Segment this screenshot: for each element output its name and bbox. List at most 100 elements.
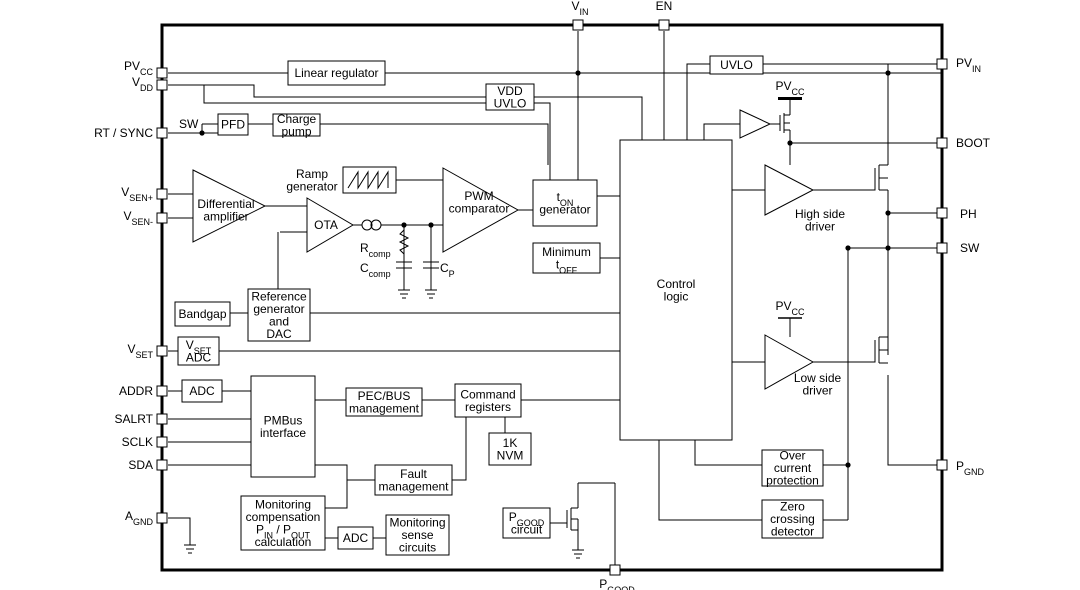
ota-block: OTA bbox=[314, 218, 338, 232]
cp-capacitor-icon bbox=[423, 261, 439, 299]
pgood-circuit-label: PGOOD bbox=[509, 510, 545, 528]
vset-adc-label: ADC bbox=[186, 350, 212, 364]
pwm-comparator-label: comparator bbox=[449, 201, 510, 215]
pin-rt-sync: RT / SYNC bbox=[94, 126, 168, 140]
pin-sda-label: SDA bbox=[128, 458, 153, 472]
high-side-driver-triangle bbox=[764, 164, 815, 216]
pin-sclk: SCLK bbox=[122, 435, 168, 449]
pmbus-label: PMBus bbox=[264, 413, 303, 427]
monitoring-comp-label: PIN / POUT bbox=[256, 522, 311, 540]
fault-management-label: management bbox=[378, 479, 449, 493]
pin-salrt: SALRT bbox=[115, 412, 168, 426]
sw-internal-label: SW bbox=[179, 117, 199, 131]
ota-output-current-source-icon bbox=[361, 219, 382, 231]
pin-pvin: PVIN bbox=[936, 56, 981, 74]
low-side-driver-label: Low side bbox=[794, 371, 842, 385]
charge-pump-label: Charge bbox=[277, 112, 317, 126]
zero-crossing-label: crossing bbox=[770, 512, 815, 526]
pin-pgood-label: PGOOD bbox=[599, 577, 635, 590]
adc-monitor-block: ADC bbox=[337, 526, 374, 550]
bandgap-block: Bandgap bbox=[174, 301, 231, 327]
agnd-ground-icon bbox=[184, 544, 196, 554]
pin-pvin-label: PVIN bbox=[956, 56, 981, 74]
pvcc-top-label: PVCC bbox=[775, 79, 805, 97]
pin-pvcc: PVCC bbox=[124, 59, 168, 79]
low-side-driver-label: driver bbox=[802, 383, 832, 397]
minimum-toff-label: Minimum bbox=[542, 245, 591, 259]
pin-boot-label: BOOT bbox=[956, 136, 991, 150]
boot-buffer-triangle bbox=[739, 109, 772, 139]
reference-dac-label: Reference bbox=[251, 289, 307, 303]
pec-bus-label: management bbox=[349, 401, 420, 415]
adc-monitor-label: ADC bbox=[343, 531, 369, 545]
over-current-label: current bbox=[774, 461, 812, 475]
pin-addr: ADDR bbox=[119, 384, 168, 398]
ramp-generator-label: generator bbox=[286, 179, 337, 193]
pin-sda: SDA bbox=[128, 458, 168, 472]
ccomp-label: Ccomp bbox=[360, 261, 391, 279]
over-current-label: protection bbox=[766, 474, 819, 488]
ota-triangle bbox=[306, 197, 354, 253]
chip-outline bbox=[160, 23, 944, 572]
pin-pgood: PGOOD bbox=[599, 564, 635, 590]
pin-pgnd: PGND bbox=[936, 459, 985, 477]
ton-generator-label: tON bbox=[557, 190, 574, 208]
uvlo-label: UVLO bbox=[720, 58, 753, 72]
monitoring-sense-label: Monitoring bbox=[389, 516, 445, 530]
reference-dac-label: and bbox=[269, 314, 289, 328]
vdd-uvlo-label: VDD bbox=[497, 84, 523, 98]
reference-dac-label: DAC bbox=[266, 327, 292, 341]
pin-ph-label: PH bbox=[960, 207, 977, 221]
diff-amp-label: Differential bbox=[197, 197, 254, 211]
pin-agnd-label: AGND bbox=[125, 509, 154, 527]
pin-addr-label: ADDR bbox=[119, 384, 153, 398]
pin-vsen-minus: VSEN- bbox=[123, 209, 168, 227]
pvcc-mid-label: PVCC bbox=[775, 299, 805, 317]
control-logic-label: Control bbox=[657, 277, 696, 291]
cp-label: CP bbox=[440, 261, 455, 279]
pgood-mosfet-icon bbox=[566, 507, 579, 531]
monitoring-comp-label: compensation bbox=[246, 510, 321, 524]
pin-vset: VSET bbox=[127, 342, 168, 360]
ccomp-capacitor-icon bbox=[396, 261, 412, 299]
nvm-label: NVM bbox=[497, 448, 524, 462]
high-side-mosfet-icon bbox=[874, 164, 888, 191]
monitoring-comp-label: Monitoring bbox=[255, 497, 311, 511]
uvlo-block: UVLO bbox=[709, 55, 764, 75]
pec-bus-label: PEC/BUS bbox=[358, 389, 411, 403]
pin-sw-label: SW bbox=[960, 241, 980, 255]
charge-pump-label: pump bbox=[281, 124, 311, 138]
zero-crossing-label: Zero bbox=[780, 500, 805, 514]
diff-amp-label: amplifier bbox=[203, 209, 248, 223]
pin-vset-label: VSET bbox=[127, 342, 153, 360]
linear-regulator-block: Linear regulator bbox=[287, 60, 386, 86]
zero-crossing-label: detector bbox=[771, 525, 814, 539]
pmbus-label: interface bbox=[260, 426, 306, 440]
pgood-ground-icon bbox=[572, 549, 584, 559]
pin-pgnd-label: PGND bbox=[956, 459, 985, 477]
low-side-mosfet-icon bbox=[874, 336, 888, 364]
adc-addr-block: ADC bbox=[181, 379, 223, 403]
rcomp-label: Rcomp bbox=[360, 241, 391, 259]
ota-label: OTA bbox=[314, 218, 338, 232]
pin-salrt-label: SALRT bbox=[115, 412, 154, 426]
pin-vin-label: VIN bbox=[571, 0, 588, 17]
monitoring-sense-label: sense bbox=[401, 528, 433, 542]
pin-en-label: EN bbox=[656, 0, 673, 13]
low-side-driver-triangle bbox=[764, 334, 815, 390]
